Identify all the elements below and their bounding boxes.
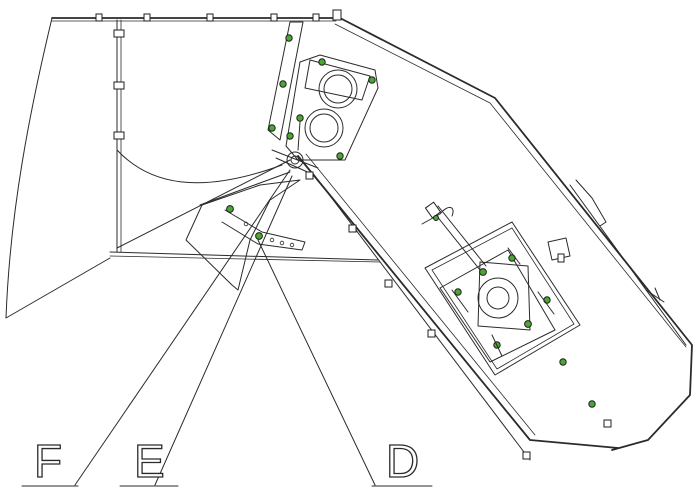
pivot-joint bbox=[271, 149, 319, 175]
label-d: D bbox=[385, 435, 420, 487]
conveyor-belt bbox=[297, 153, 619, 461]
lower-housing-bolts bbox=[559, 358, 612, 428]
lower-rail bbox=[569, 179, 687, 346]
deflector-plate bbox=[185, 171, 306, 291]
adjustment-screw bbox=[421, 201, 487, 271]
top-rail bbox=[51, 9, 342, 22]
tensioner-plate bbox=[424, 221, 581, 376]
base-line bbox=[109, 251, 379, 261]
left-post bbox=[113, 19, 125, 253]
label-e: E bbox=[133, 435, 165, 487]
housing-outline bbox=[5, 17, 693, 451]
lower-bearing bbox=[286, 108, 344, 160]
hopper-curve bbox=[116, 149, 283, 184]
small-bracket bbox=[547, 237, 571, 263]
upper-bearing bbox=[304, 58, 376, 109]
label-f: F bbox=[33, 435, 63, 487]
bearing-plate bbox=[267, 21, 379, 161]
leader-lines bbox=[21, 169, 433, 487]
